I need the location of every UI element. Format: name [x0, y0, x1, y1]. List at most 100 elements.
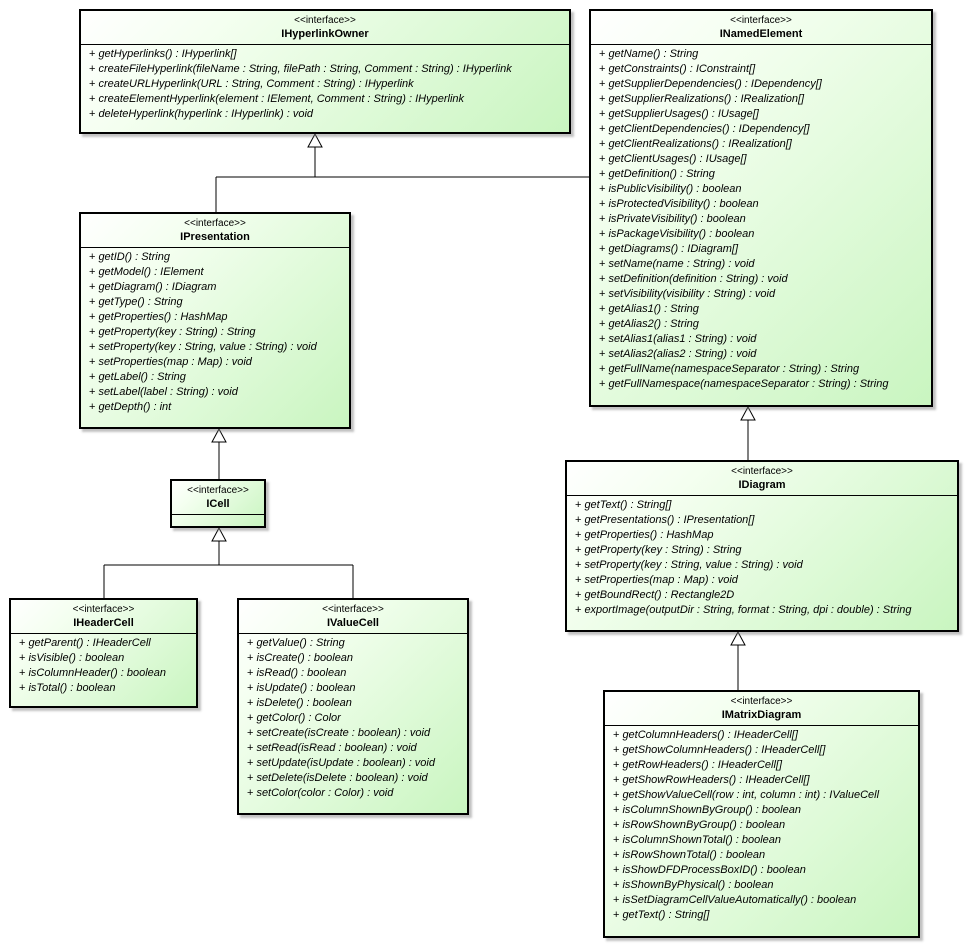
operation-row[interactable]: +setDefinition(definition : String) : vo…: [599, 272, 931, 287]
operation-row[interactable]: +isDelete() : boolean: [247, 696, 467, 711]
operation-row[interactable]: +getText() : String[]: [613, 908, 918, 923]
operation-row[interactable]: +getSupplierRealizations() : IRealizatio…: [599, 92, 931, 107]
visibility-marker: +: [89, 281, 96, 293]
operation-row[interactable]: +getColumnHeaders() : IHeaderCell[]: [613, 728, 918, 743]
operation-row[interactable]: +getName() : String: [599, 47, 931, 62]
visibility-marker: +: [599, 318, 606, 330]
operation-row[interactable]: +getPresentations() : IPresentation[]: [575, 513, 957, 528]
operation-row[interactable]: +isRowShownTotal() : boolean: [613, 848, 918, 863]
operation-row[interactable]: +setDelete(isDelete : boolean) : void: [247, 771, 467, 786]
operation-row[interactable]: +getClientUsages() : IUsage[]: [599, 152, 931, 167]
operation-row[interactable]: +isProtectedVisibility() : boolean: [599, 197, 931, 212]
operation-row[interactable]: +isUpdate() : boolean: [247, 681, 467, 696]
operation-row[interactable]: +setColor(color : Color) : void: [247, 786, 467, 801]
operation-row[interactable]: +exportImage(outputDir : String, format …: [575, 603, 957, 618]
operation-row[interactable]: +isShowDFDProcessBoxID() : boolean: [613, 863, 918, 878]
operation-signature: getProperty(key : String) : String: [98, 326, 256, 338]
operation-row[interactable]: +getDefinition() : String: [599, 167, 931, 182]
operation-row[interactable]: +getShowValueCell(row : int, column : in…: [613, 788, 918, 803]
operation-row[interactable]: +isColumnShownTotal() : boolean: [613, 833, 918, 848]
operation-row[interactable]: +isVisible() : boolean: [19, 651, 196, 666]
visibility-marker: +: [599, 168, 606, 180]
operation-row[interactable]: +isColumnShownByGroup() : boolean: [613, 803, 918, 818]
operation-row[interactable]: +getModel() : IElement: [89, 265, 349, 280]
operation-row[interactable]: +setProperties(map : Map) : void: [575, 573, 957, 588]
operation-row[interactable]: +getType() : String: [89, 295, 349, 310]
operation-row[interactable]: +setUpdate(isUpdate : boolean) : void: [247, 756, 467, 771]
operation-row[interactable]: +getDiagram() : IDiagram: [89, 280, 349, 295]
operation-row[interactable]: +getBoundRect() : Rectangle2D: [575, 588, 957, 603]
operation-row[interactable]: +getDepth() : int: [89, 400, 349, 415]
class-box-hyperlink-owner[interactable]: <<interface>>IHyperlinkOwner+getHyperlin…: [79, 9, 571, 134]
operation-row[interactable]: +getSupplierUsages() : IUsage[]: [599, 107, 931, 122]
operation-row[interactable]: +setCreate(isCreate : boolean) : void: [247, 726, 467, 741]
operation-row[interactable]: +setRead(isRead : boolean) : void: [247, 741, 467, 756]
operation-row[interactable]: +isShownByPhysical() : boolean: [613, 878, 918, 893]
operation-row[interactable]: +getID() : String: [89, 250, 349, 265]
operation-row[interactable]: +getLabel() : String: [89, 370, 349, 385]
operation-row[interactable]: +isRowShownByGroup() : boolean: [613, 818, 918, 833]
class-box-value-cell[interactable]: <<interface>>IValueCell+getValue() : Str…: [237, 598, 469, 815]
operation-row[interactable]: +setName(name : String) : void: [599, 257, 931, 272]
visibility-marker: +: [19, 667, 26, 679]
operation-row[interactable]: +getHyperlinks() : IHyperlink[]: [89, 47, 569, 62]
operation-row[interactable]: +isRead() : boolean: [247, 666, 467, 681]
operation-row[interactable]: +getFullNamespace(namespaceSeparator : S…: [599, 377, 931, 392]
operation-row[interactable]: +getSupplierDependencies() : IDependency…: [599, 77, 931, 92]
operation-row[interactable]: +getRowHeaders() : IHeaderCell[]: [613, 758, 918, 773]
operation-row[interactable]: +setLabel(label : String) : void: [89, 385, 349, 400]
operation-signature: setRead(isRead : boolean) : void: [256, 742, 417, 754]
operation-row[interactable]: +getConstraints() : IConstraint[]: [599, 62, 931, 77]
operation-row[interactable]: +isCreate() : boolean: [247, 651, 467, 666]
operation-row[interactable]: +getClientDependencies() : IDependency[]: [599, 122, 931, 137]
operation-row[interactable]: +getAlias1() : String: [599, 302, 931, 317]
operation-row[interactable]: +isTotal() : boolean: [19, 681, 196, 696]
class-box-cell[interactable]: <<interface>>ICell: [170, 479, 266, 528]
inheritance-arrowhead: [740, 405, 756, 421]
operation-signature: setAlias1(alias1 : String) : void: [608, 333, 757, 345]
visibility-marker: +: [89, 371, 96, 383]
operation-signature: getFullNamespace(namespaceSeparator : St…: [608, 378, 889, 390]
operation-row[interactable]: +getColor() : Color: [247, 711, 467, 726]
operation-row[interactable]: +isPackageVisibility() : boolean: [599, 227, 931, 242]
operation-row[interactable]: +isPublicVisibility() : boolean: [599, 182, 931, 197]
operation-row[interactable]: +isPrivateVisibility() : boolean: [599, 212, 931, 227]
operation-row[interactable]: +setAlias1(alias1 : String) : void: [599, 332, 931, 347]
class-box-matrix-diagram[interactable]: <<interface>>IMatrixDiagram+getColumnHea…: [603, 690, 920, 938]
visibility-marker: +: [575, 529, 582, 541]
operation-row[interactable]: +createURLHyperlink(URL : String, Commen…: [89, 77, 569, 92]
operation-row[interactable]: +setAlias2(alias2 : String) : void: [599, 347, 931, 362]
operation-row[interactable]: +getShowRowHeaders() : IHeaderCell[]: [613, 773, 918, 788]
visibility-marker: +: [247, 637, 254, 649]
operation-row[interactable]: +isSetDiagramCellValueAutomatically() : …: [613, 893, 918, 908]
operation-row[interactable]: +createElementHyperlink(element : IEleme…: [89, 92, 569, 107]
operation-row[interactable]: +createFileHyperlink(fileName : String, …: [89, 62, 569, 77]
operation-row[interactable]: +getProperties() : HashMap: [89, 310, 349, 325]
operation-row[interactable]: +getFullName(namespaceSeparator : String…: [599, 362, 931, 377]
operation-row[interactable]: +getProperties() : HashMap: [575, 528, 957, 543]
operation-row[interactable]: +getProperty(key : String) : String: [575, 543, 957, 558]
operation-row[interactable]: +setProperty(key : String, value : Strin…: [575, 558, 957, 573]
visibility-marker: +: [247, 727, 254, 739]
operation-row[interactable]: +getValue() : String: [247, 636, 467, 651]
visibility-marker: +: [247, 682, 254, 694]
class-box-named-element[interactable]: <<interface>>INamedElement+getName() : S…: [589, 9, 933, 407]
operation-row[interactable]: +getParent() : IHeaderCell: [19, 636, 196, 651]
stereotype-label: <<interface>>: [730, 696, 793, 707]
operation-row[interactable]: +setProperties(map : Map) : void: [89, 355, 349, 370]
operation-row[interactable]: +setProperty(key : String, value : Strin…: [89, 340, 349, 355]
visibility-marker: +: [613, 744, 620, 756]
operation-row[interactable]: +getClientRealizations() : IRealization[…: [599, 137, 931, 152]
operation-row[interactable]: +getShowColumnHeaders() : IHeaderCell[]: [613, 743, 918, 758]
visibility-marker: +: [575, 499, 582, 511]
class-box-header-cell[interactable]: <<interface>>IHeaderCell+getParent() : I…: [9, 598, 198, 708]
operation-row[interactable]: +getAlias2() : String: [599, 317, 931, 332]
operation-row[interactable]: +deleteHyperlink(hyperlink : IHyperlink)…: [89, 107, 569, 122]
class-box-presentation[interactable]: <<interface>>IPresentation+getID() : Str…: [79, 212, 351, 429]
operation-row[interactable]: +setVisibility(visibility : String) : vo…: [599, 287, 931, 302]
operation-row[interactable]: +getProperty(key : String) : String: [89, 325, 349, 340]
operation-row[interactable]: +getText() : String[]: [575, 498, 957, 513]
operation-row[interactable]: +getDiagrams() : IDiagram[]: [599, 242, 931, 257]
class-box-diagram[interactable]: <<interface>>IDiagram+getText() : String…: [565, 460, 959, 632]
operation-row[interactable]: +isColumnHeader() : boolean: [19, 666, 196, 681]
